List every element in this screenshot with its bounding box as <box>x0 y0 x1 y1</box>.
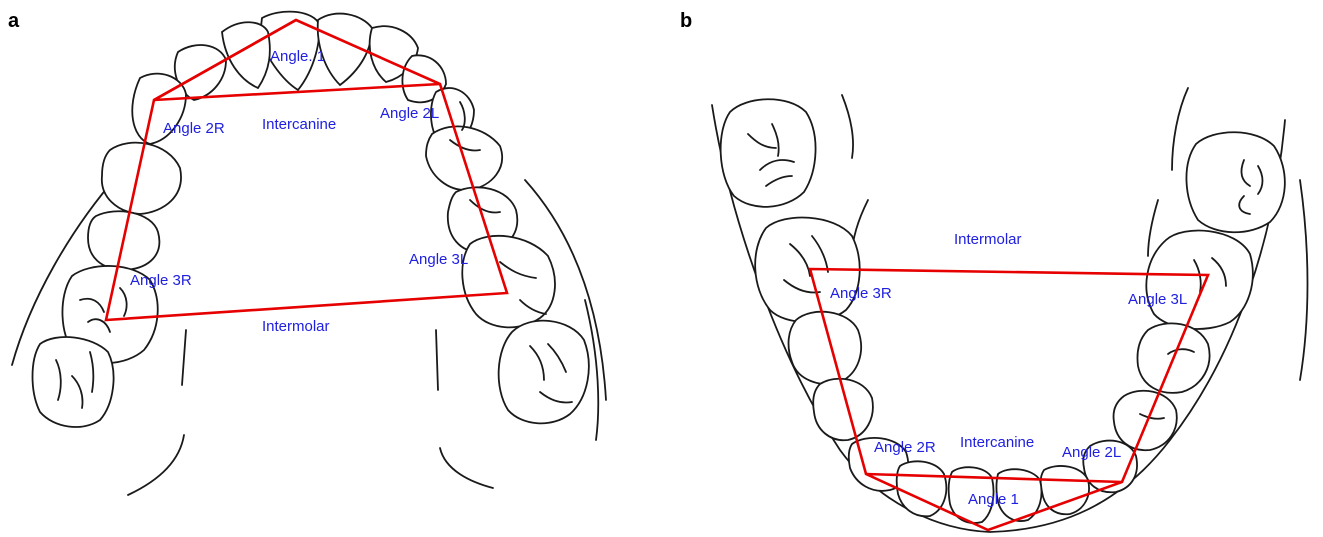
tooth <box>1041 466 1089 514</box>
panel-a-angle-3r-label: Angle 3R <box>130 272 192 289</box>
tooth <box>33 337 114 427</box>
panel-b-intercanine-label: Intercanine <box>960 434 1034 451</box>
panel-b-teeth <box>721 99 1285 523</box>
panel-b-intermolar-label: Intermolar <box>954 231 1022 248</box>
panel-b-angle-3l-label: Angle 3L <box>1128 291 1187 308</box>
tooth <box>1186 132 1284 232</box>
panel-a-intercanine-label: Intercanine <box>262 116 336 133</box>
panel-a-angle-1-label: Angle. 1 <box>270 48 325 65</box>
panel-a-letter: a <box>8 10 20 32</box>
panel-b-angle-2l-label: Angle 2L <box>1062 444 1121 461</box>
panel-b-angle-3r-label: Angle 3R <box>830 285 892 302</box>
tooth <box>721 99 816 207</box>
panel-b-angle-1-label: Angle 1 <box>968 491 1019 508</box>
panel-a-angle-2l-label: Angle 2L <box>380 105 439 122</box>
panel-a-angle-2r-label: Angle 2R <box>163 120 225 137</box>
panel-a-intermolar-label: Intermolar <box>262 318 330 335</box>
panel-b-angle-2r-label: Angle 2R <box>874 439 936 456</box>
panel-b: b <box>680 10 1308 532</box>
tooth <box>1146 231 1252 329</box>
panel-a-teeth <box>33 12 589 427</box>
tooth <box>1113 391 1176 450</box>
tooth <box>222 22 270 88</box>
panel-a-angle-3l-label: Angle 3L <box>409 251 468 268</box>
panel-a: a <box>8 10 606 495</box>
panel-b-letter: b <box>680 10 692 32</box>
